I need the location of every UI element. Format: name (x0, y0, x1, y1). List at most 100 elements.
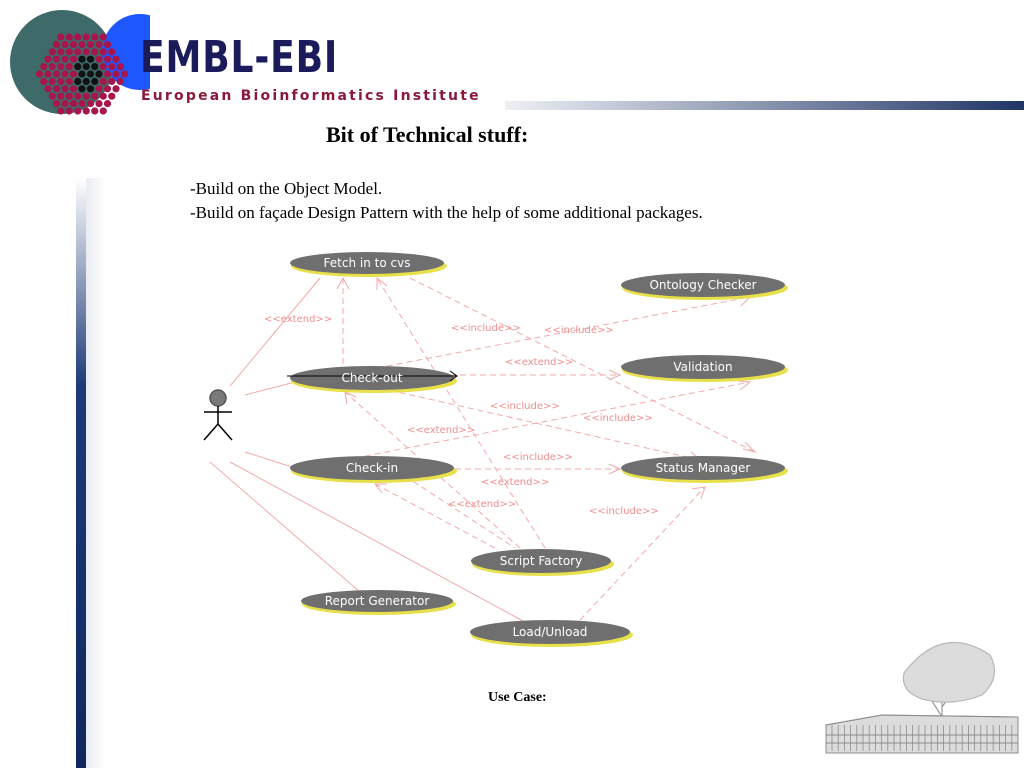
use-case-check-out[interactable]: Check-out (287, 366, 458, 393)
logo-dot (52, 55, 61, 63)
logo-dot (95, 55, 103, 63)
use-case-fetch-in-to-cvs[interactable]: Fetch in to cvs (290, 252, 447, 277)
arrowhead (336, 276, 350, 290)
arrowhead (691, 486, 706, 500)
use-case-ontology-checker[interactable]: Ontology Checker (621, 273, 788, 300)
logo-dot (61, 70, 69, 78)
logo-dot (82, 48, 90, 56)
logo-dot (78, 99, 86, 108)
logo-dot (65, 33, 73, 41)
logo-dot (86, 55, 95, 63)
logo-dot (99, 48, 107, 56)
bullet-item: -Build on the Object Model. (190, 179, 383, 198)
logo-dot (74, 33, 82, 41)
logo-dot (112, 70, 120, 78)
logo-dot (61, 55, 69, 63)
logo-dot (112, 85, 120, 93)
logo-dot (120, 70, 129, 78)
campus-building-illustration (825, 641, 1019, 754)
logo-dot (74, 107, 82, 115)
arrowhead (373, 483, 387, 494)
use-case-script-factory[interactable]: Script Factory (471, 549, 614, 576)
logo-dot (44, 85, 52, 93)
logo-dot (99, 33, 107, 41)
logo-dot (74, 92, 82, 100)
logo-dot (108, 63, 116, 71)
logo-dot (86, 40, 95, 49)
left-accent-shade (86, 178, 106, 768)
logo-dot (86, 99, 95, 108)
brand-name: EMBL-EBI (140, 32, 339, 83)
association-line (229, 461, 524, 622)
use-case-validation[interactable]: Validation (621, 355, 788, 382)
use-case-diagram: <<extend>> <<include>> <<include>> <<ext… (203, 252, 788, 647)
header-rule (505, 101, 1024, 110)
logo-dot (82, 77, 90, 85)
logo-dot (95, 99, 103, 108)
relation-label-extend: <<extend>> (264, 314, 332, 325)
logo-dot (78, 85, 86, 93)
logo-dot (82, 33, 90, 41)
use-case-status-manager[interactable]: Status Manager (621, 456, 788, 483)
actor-icon (203, 389, 233, 441)
use-case-report-generator[interactable]: Report Generator (301, 590, 456, 615)
logo-dot (91, 77, 99, 85)
relation-label-extend: <<extend>> (407, 425, 475, 436)
logo-dot (48, 92, 56, 100)
logo-dot (91, 48, 99, 56)
dependency-line (376, 277, 546, 549)
logo-dot (44, 55, 52, 63)
logo-dot (82, 92, 90, 100)
association-line (209, 461, 361, 593)
logo-dot (99, 107, 107, 115)
logo-dot (61, 85, 69, 93)
use-case-load-unload[interactable]: Load/Unload (470, 620, 633, 647)
arrowhead (608, 463, 622, 475)
logo-dot (48, 48, 56, 56)
use-case-label: Report Generator (325, 594, 430, 608)
logo-dot (35, 70, 44, 78)
arrowhead (608, 369, 622, 381)
use-case-label: Check-out (341, 371, 402, 385)
logo-dot (91, 33, 99, 41)
arrowhead (737, 380, 752, 391)
logo-dot (116, 77, 124, 85)
logo-dot (52, 70, 61, 78)
logo-dot (78, 40, 86, 49)
relation-label-include: <<include>> (589, 506, 659, 517)
use-case-label: Fetch in to cvs (324, 256, 411, 270)
association-line (244, 451, 296, 469)
relation-label-extend: <<extend>> (505, 357, 573, 368)
association-line (244, 381, 296, 396)
logo-dot (48, 77, 56, 85)
bullet-list: -Build on the Object Model. -Build on fa… (190, 177, 703, 225)
logo-dot (91, 63, 99, 71)
logo-dot (57, 33, 65, 41)
logo-dot (52, 99, 61, 108)
relation-label-include: <<include>> (544, 325, 614, 336)
logo-dot (40, 63, 48, 71)
logo-dot (65, 92, 73, 100)
logo-dot (103, 85, 112, 93)
logo-dot (99, 92, 107, 100)
logo-dot (44, 70, 52, 78)
logo-dot (103, 99, 112, 108)
logo-dot (74, 77, 82, 85)
logo-dot (69, 70, 78, 78)
use-case-label: Check-in (346, 461, 398, 475)
logo-dot (99, 77, 107, 85)
dependency-line (404, 475, 516, 549)
logo-dot (103, 40, 112, 49)
use-case-label: Status Manager (656, 461, 751, 475)
brand-subtitle: European Bioinformatics Institute (141, 88, 481, 104)
logo-dot (74, 63, 82, 71)
use-case-check-in[interactable]: Check-in (290, 456, 457, 483)
logo-dot (65, 48, 73, 56)
logo-dot (95, 40, 103, 49)
use-case-label: Script Factory (500, 554, 582, 568)
dependency-line (376, 296, 751, 369)
logo-dot (91, 107, 99, 115)
logo-dot (57, 92, 65, 100)
relation-label-extend: <<extend>> (448, 499, 516, 510)
logo-dot (65, 77, 73, 85)
